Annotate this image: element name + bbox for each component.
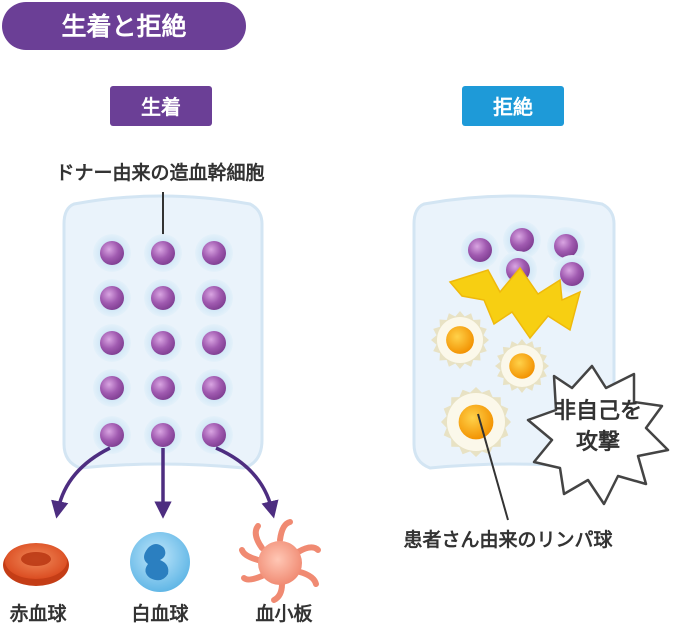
stem-cell [144, 369, 182, 407]
stem-cell [144, 416, 182, 454]
rejection-tag-label: 拒絶 [493, 95, 533, 119]
stem-cell [144, 234, 182, 272]
stem-cell [195, 324, 233, 362]
lymphocyte [495, 339, 549, 393]
stem-cell [503, 221, 541, 259]
lymphocyte-pointer [477, 413, 509, 521]
engraftment-tag-label: 生着 [141, 95, 181, 119]
donor-stem-cell-grid [93, 234, 233, 454]
attack-burst-icon [448, 266, 582, 340]
stem-cell [93, 234, 131, 272]
lymphocyte [431, 311, 489, 369]
white-blood-cell-label: 白血球 [131, 602, 189, 625]
lymphocyte-label: 患者さん由来のリンパ球 [403, 528, 613, 551]
red-blood-cell-icon [3, 543, 69, 586]
patient-lymphocytes [431, 311, 549, 457]
lymphocyte [441, 387, 511, 457]
engraftment-panel: 生着 ドナー由来の造血幹細胞 [3, 86, 321, 625]
platelet-icon [239, 519, 321, 603]
stem-cell [195, 369, 233, 407]
arrow-to-red-blood-cell [51, 446, 111, 519]
stem-cell [93, 279, 131, 317]
stem-cell [144, 324, 182, 362]
stem-cell [144, 279, 182, 317]
stem-cell [553, 255, 591, 293]
rejection-tag [462, 86, 564, 126]
stem-cell [195, 416, 233, 454]
rejection-panel: 拒絶 非自己を 攻撃 患者さん由来のリンパ球 [403, 86, 670, 551]
white-blood-cell-icon [130, 532, 190, 592]
bubble-line-2: 攻撃 [576, 429, 620, 455]
stem-cell [195, 279, 233, 317]
stem-cell [195, 234, 233, 272]
stem-cell [93, 416, 131, 454]
speech-bubble [526, 364, 670, 506]
red-blood-cell-label: 赤血球 [9, 602, 67, 625]
page-title: 生着と拒絶 [61, 12, 186, 41]
title-banner: 生着と拒絶 [2, 2, 246, 50]
bubble-line-1: 非自己を [554, 398, 642, 424]
engraftment-tag [110, 86, 212, 126]
platelet-label: 血小板 [255, 602, 313, 625]
stem-cell [93, 369, 131, 407]
arrow-to-platelet [215, 446, 279, 519]
stem-cell [93, 324, 131, 362]
stem-cell [461, 231, 499, 269]
stem-cell-label: ドナー由来の造血幹細胞 [55, 161, 264, 184]
